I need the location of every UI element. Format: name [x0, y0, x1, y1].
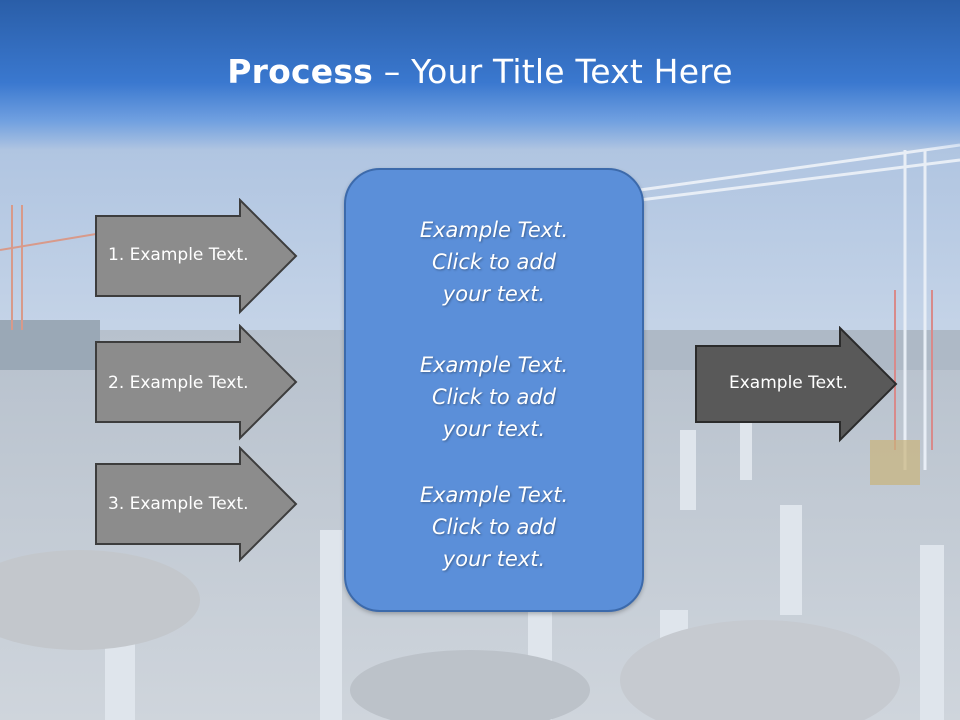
center-paragraph-2: Example Text. Click to add your text. [346, 349, 642, 445]
step-1-label: 1. Example Text. [108, 245, 249, 265]
step-2-label: 2. Example Text. [108, 373, 249, 393]
result-label: Example Text. [729, 373, 848, 393]
center-paragraph-line: Example Text. [419, 483, 569, 507]
center-paragraph-line: your text. [442, 282, 546, 306]
center-paragraph-line: Example Text. [419, 218, 569, 242]
step-2-arrow[interactable] [94, 324, 300, 442]
center-paragraph-line: Click to add [431, 250, 556, 274]
title-band [0, 0, 960, 150]
title-bold: Process [227, 52, 374, 91]
center-paragraph-line: your text. [442, 547, 546, 571]
step-3-label: 3. Example Text. [108, 494, 249, 514]
result-arrow[interactable] [694, 326, 900, 444]
center-paragraph-line: Click to add [431, 515, 556, 539]
step-3-arrow[interactable] [94, 446, 300, 564]
center-paragraph-3: Example Text. Click to add your text. [346, 479, 642, 575]
slide-title[interactable]: Process – Your Title Text Here [0, 52, 960, 91]
center-paragraph-line: Click to add [431, 385, 556, 409]
center-paragraph-line: Example Text. [419, 353, 569, 377]
center-paragraph-line: your text. [442, 417, 546, 441]
title-rest: – Your Title Text Here [373, 52, 733, 91]
center-paragraph-1: Example Text. Click to add your text. [346, 214, 642, 310]
center-text-box[interactable]: Example Text. Click to add your text. Ex… [344, 168, 644, 612]
step-1-arrow[interactable] [94, 198, 300, 316]
